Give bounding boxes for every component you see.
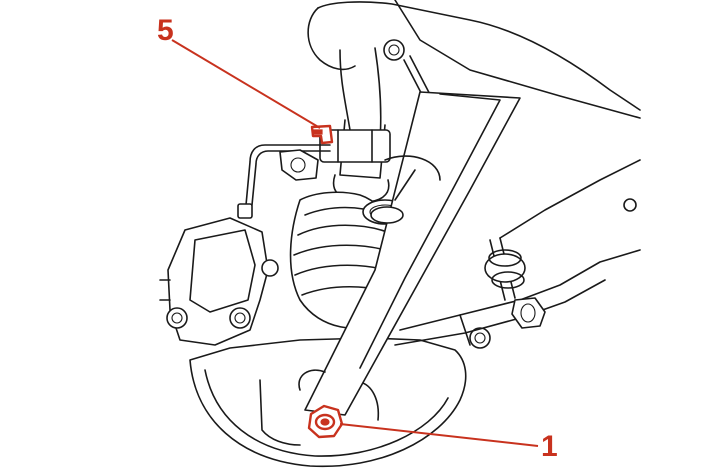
axle-nut-icon — [307, 404, 539, 447]
strut — [319, 119, 391, 203]
stabilizer-link — [484, 237, 546, 329]
brake-caliper — [159, 217, 279, 346]
brake-line — [237, 144, 331, 219]
callout-5-label: 5 — [157, 14, 174, 47]
brake-hose-clip-icon — [171, 39, 334, 145]
callout-1-label: 1 — [541, 430, 558, 463]
drive-shaft — [298, 91, 521, 416]
